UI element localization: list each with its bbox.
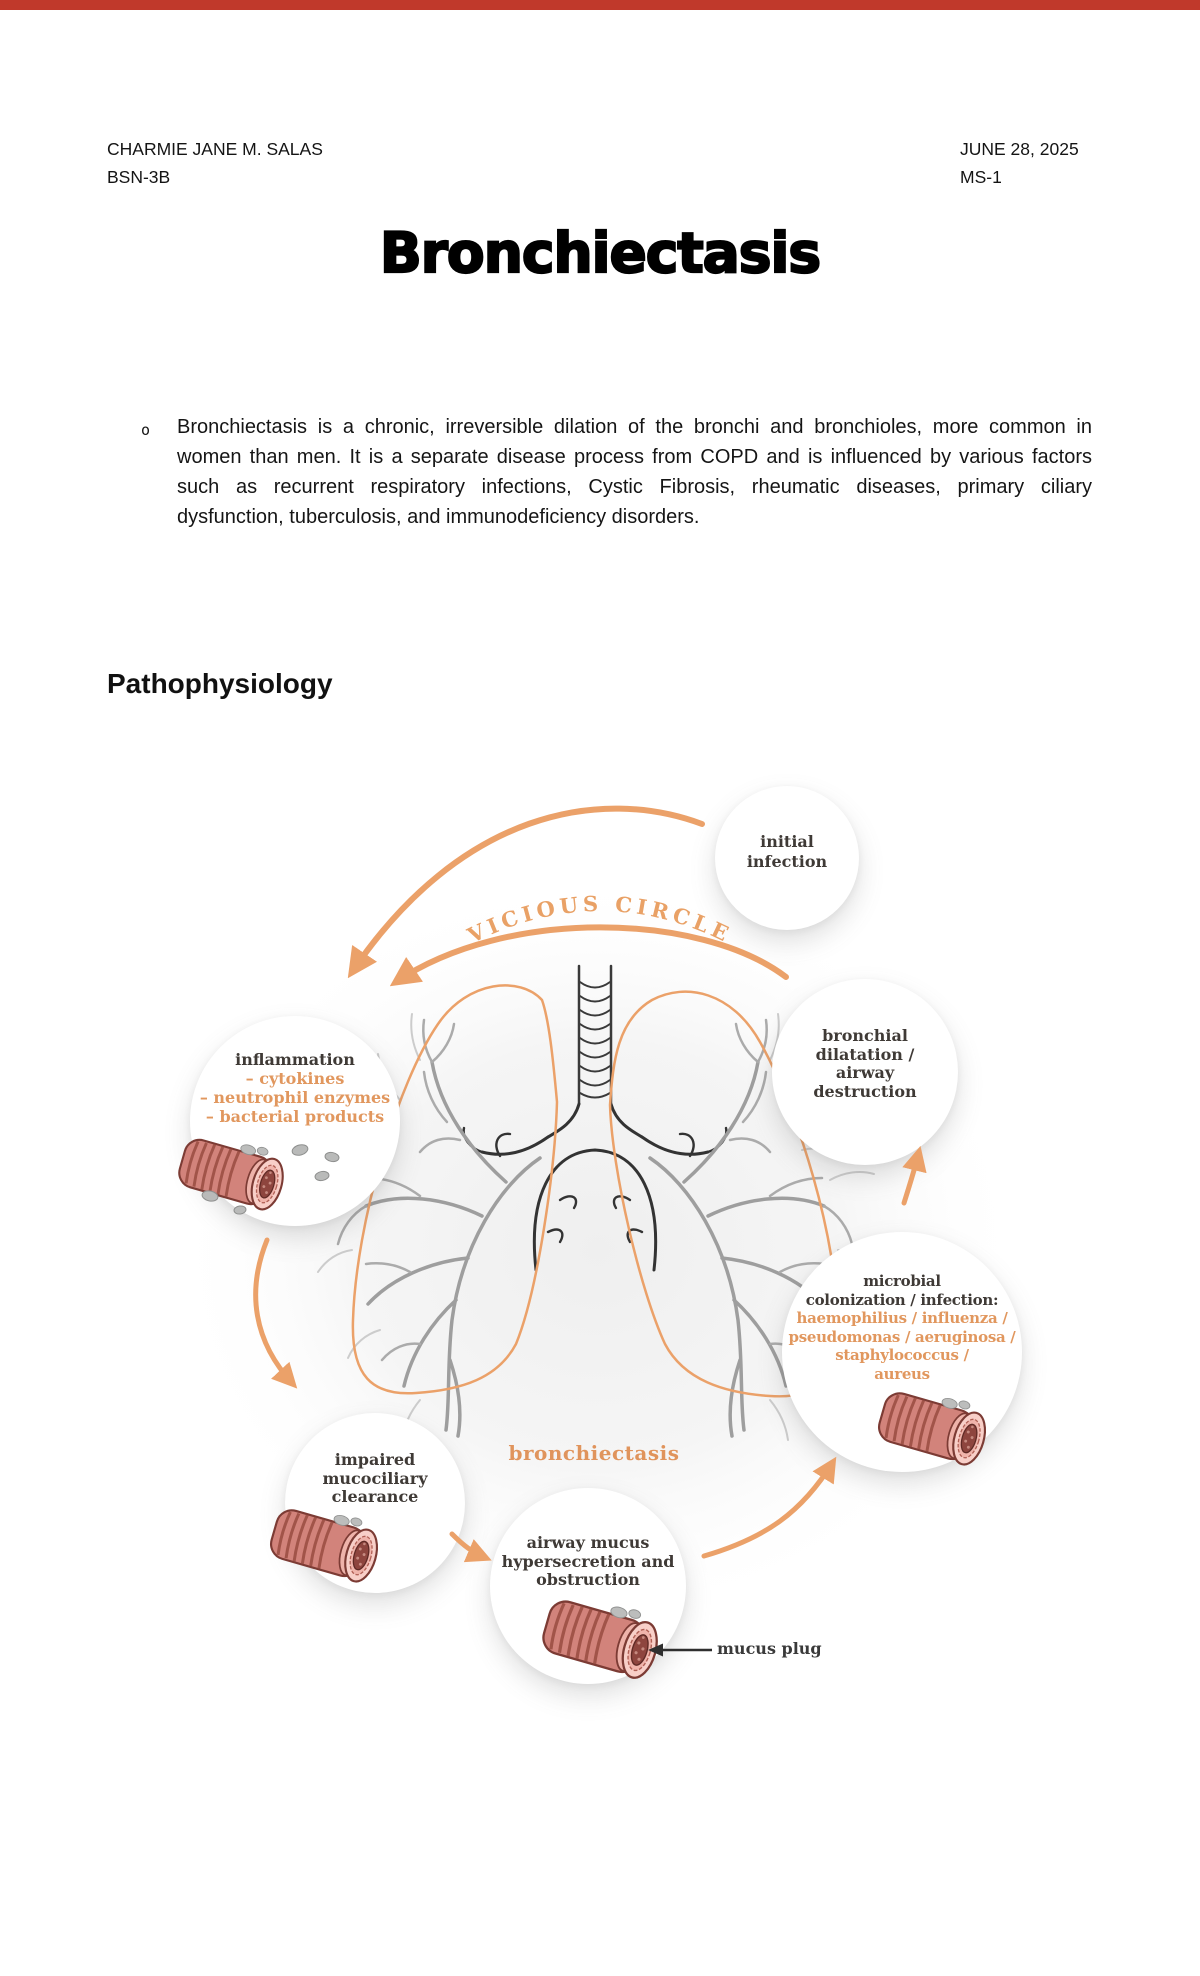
arrow-microbial-to-bronchial [901, 1145, 927, 1206]
page-title: Bronchiectasis [379, 220, 822, 286]
node-impaired-mucociliary: impaired mucociliary clearance [285, 1413, 465, 1593]
header-student-class: BSN-3B [107, 167, 171, 187]
node-item: – bacterial products [205, 1107, 385, 1126]
node-line: impaired [334, 1450, 416, 1469]
arrow-outer-top [347, 805, 705, 979]
node-line: dilatation / [815, 1044, 915, 1064]
arrow-inner-top [389, 924, 789, 987]
vicious-circle-arc-label: VICIOUS CIRCLE [463, 891, 737, 948]
arrow-airway-to-microbial [701, 1456, 837, 1559]
node-line: clearance [331, 1487, 419, 1506]
node-line: bronchial [822, 1026, 908, 1045]
node-line: obstruction [536, 1570, 640, 1589]
header-student-name: CHARMIE JANE M. SALAS [107, 139, 323, 159]
node-line: infection [746, 852, 828, 871]
intro-paragraph: Bronchiectasis is a chronic, irreversibl… [177, 416, 1092, 528]
node-line: airway mucus [526, 1533, 650, 1552]
node-item: staphylococcus / [835, 1346, 969, 1364]
node-line: initial [760, 832, 814, 851]
node-item: – neutrophil enzymes [199, 1088, 391, 1107]
node-line: microbial [863, 1272, 941, 1290]
header-course: MS-1 [960, 167, 1002, 187]
node-airway-mucus: airway mucus hypersecretion and obstruct… [490, 1488, 686, 1684]
node-initial-infection: initial infection [715, 786, 859, 930]
header-date: JUNE 28, 2025 [960, 139, 1079, 159]
node-bronchial-dilatation: bronchial dilatation / airway destructio… [772, 979, 958, 1165]
trachea-icon [462, 964, 728, 1272]
node-item: pseudomonas / aeruginosa / [788, 1327, 1016, 1346]
node-line: colonization / infection: [805, 1290, 999, 1309]
arrow-inflammation-to-impaired [253, 1237, 298, 1389]
node-item: haemophilius / influenza / [796, 1309, 1008, 1327]
diagram-center-label: bronchiectasis [508, 1441, 680, 1465]
node-item: aureus [874, 1364, 930, 1383]
node-title: inflammation [235, 1050, 355, 1069]
mucus-plug-label: mucus plug [717, 1639, 822, 1658]
node-line: mucociliary [322, 1468, 428, 1488]
node-line: airway [835, 1063, 895, 1082]
node-inflammation: inflammation – cytokines – neutrophil en… [190, 1016, 400, 1226]
node-microbial-colonization: microbial colonization / infection: haem… [782, 1232, 1022, 1472]
top-red-bar [0, 0, 1200, 10]
node-item: – cytokines [245, 1069, 345, 1088]
list-bullet: o [141, 421, 151, 439]
node-line: hypersecretion and [501, 1551, 675, 1571]
section-heading: Pathophysiology [107, 668, 333, 699]
lung-outline [351, 984, 840, 1398]
node-line: destruction [813, 1081, 917, 1101]
